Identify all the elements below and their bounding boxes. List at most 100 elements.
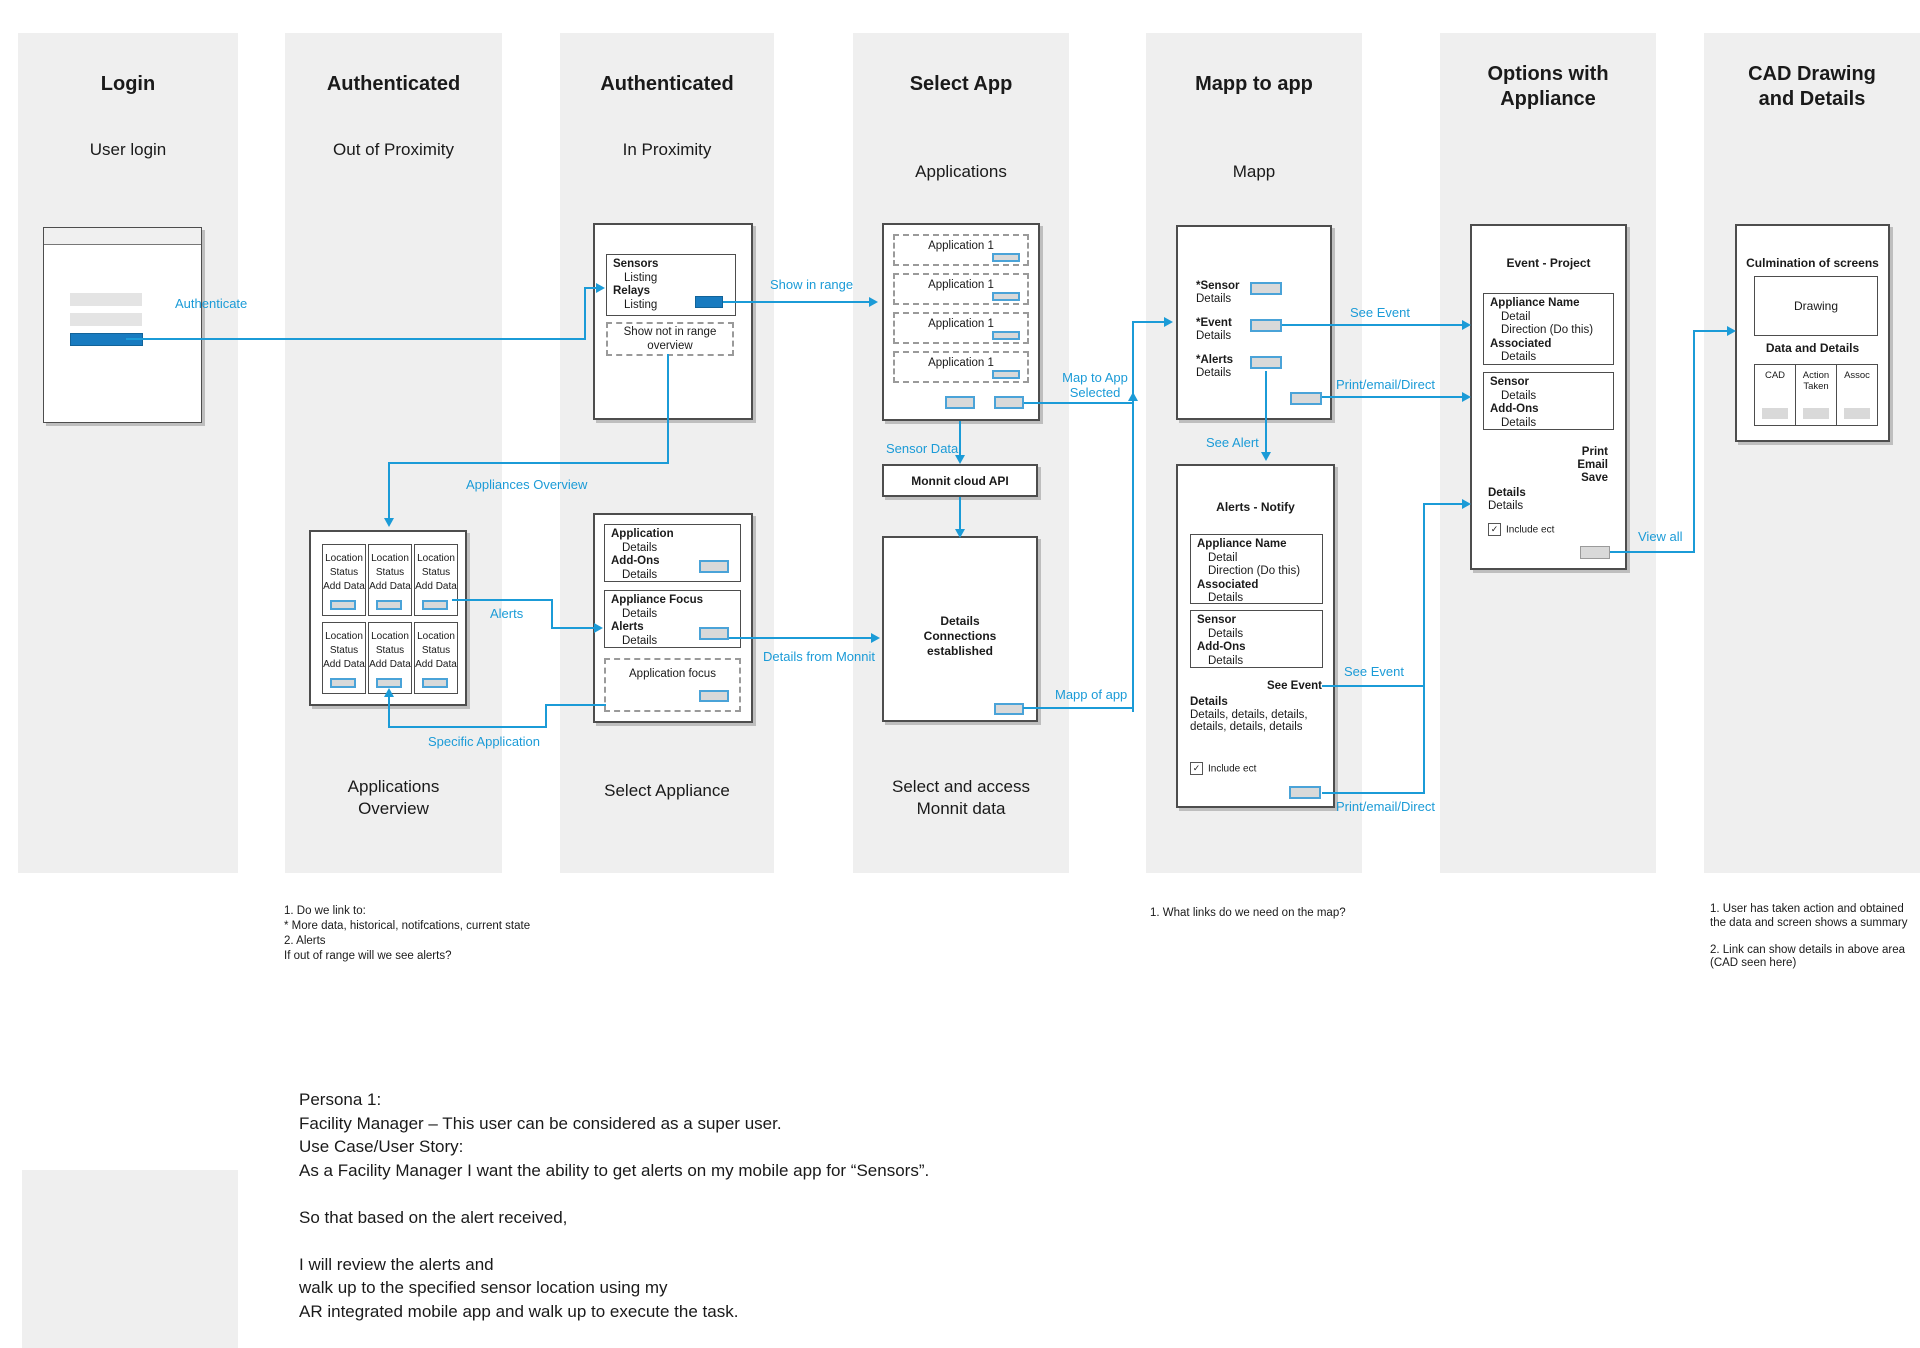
mapp-alerts-button[interactable] <box>1250 356 1282 369</box>
cell-button[interactable] <box>330 678 356 688</box>
label-map-to-app-selected: Map to App Selected <box>1062 370 1128 400</box>
assoc-col-label: Assoc <box>1844 370 1870 381</box>
application-row-button[interactable] <box>992 253 1020 262</box>
sensor-data-button[interactable] <box>945 396 975 409</box>
associated-details-label: Details <box>1208 592 1244 604</box>
connector-alerts <box>551 627 596 629</box>
label-see-event: See Event <box>1350 305 1410 320</box>
label-mapp-of-app: Mapp of app <box>1055 687 1128 702</box>
application-details-label: Details <box>622 541 658 554</box>
application-focus-button[interactable] <box>699 690 729 702</box>
connector-alerts <box>452 599 553 601</box>
connector-view-all <box>1693 330 1731 332</box>
connector-authenticate <box>584 287 598 289</box>
checkbox-icon[interactable]: ✓ <box>1488 523 1501 537</box>
application-row[interactable]: Application 1 <box>893 351 1029 383</box>
cell-button[interactable] <box>376 600 402 610</box>
alerts-see-event-label: See Event <box>1267 680 1322 692</box>
mapp-event-button[interactable] <box>1250 319 1282 332</box>
drawing-box: Drawing <box>1754 276 1878 336</box>
details-line: details, details, details <box>1190 721 1303 733</box>
connector-view-all <box>1610 551 1695 553</box>
login-password-field[interactable] <box>70 313 142 326</box>
arrowhead <box>1128 392 1138 401</box>
application-addons-box: Application Details Add-Ons Details <box>604 524 741 582</box>
appliance-focus-button[interactable] <box>699 627 729 640</box>
application-row[interactable]: Application 1 <box>893 273 1029 305</box>
mapp-sensor-button[interactable] <box>1250 282 1282 295</box>
cell-location-label: Location <box>325 553 363 564</box>
connector-print-email-direct-2 <box>1423 503 1466 505</box>
details-connections-box: Details Connections established <box>882 536 1038 722</box>
connector-map-to-app <box>1024 402 1133 404</box>
application-box-button[interactable] <box>699 560 729 573</box>
caption-select-appliance: Select Appliance <box>604 781 730 800</box>
action-taken-col-label: Action Taken <box>1802 370 1830 392</box>
connector-map-to-app <box>1132 321 1166 323</box>
application-row-label: Application 1 <box>928 279 994 291</box>
associated-label: Associated <box>1490 337 1552 350</box>
alerts-print-button[interactable] <box>1289 786 1321 799</box>
arrowhead <box>384 518 394 527</box>
mapp-event-details: Details <box>1196 330 1232 342</box>
addons-details-label: Details <box>622 568 658 581</box>
addons-details-label: Details <box>1208 654 1244 667</box>
sensors-label: Sensors <box>613 258 659 270</box>
application-row-button[interactable] <box>992 331 1020 340</box>
cell-location-label: Location <box>371 553 409 564</box>
mapp-print-button[interactable] <box>1290 392 1322 405</box>
cad-col-button[interactable] <box>1844 408 1870 419</box>
application-row[interactable]: Application 1 <box>893 312 1029 344</box>
arrowhead <box>1727 326 1736 336</box>
show-in-range-button[interactable] <box>695 296 723 308</box>
addons-label: Add-Ons <box>1197 641 1246 653</box>
application-row-button[interactable] <box>992 370 1020 379</box>
sensor-details-label: Details <box>1208 627 1244 640</box>
sensors-listing-label: Listing <box>624 271 658 284</box>
cell-status-label: Status <box>375 567 405 578</box>
mapp-panel: *Sensor Details *Event Details *Alerts D… <box>1176 225 1332 420</box>
event-project-title: Event - Project <box>1506 256 1591 270</box>
arrowhead <box>384 688 394 697</box>
application-row-label: Application 1 <box>928 240 994 252</box>
map-to-app-button[interactable] <box>994 396 1024 409</box>
mapp-of-app-button[interactable] <box>994 703 1024 715</box>
application-row-button[interactable] <box>992 292 1020 301</box>
checkbox-icon[interactable]: ✓ <box>1190 762 1203 776</box>
event-include-checkbox[interactable]: ✓Include ect <box>1488 521 1554 539</box>
mapp-sensor-details: Details <box>1196 293 1232 305</box>
cad-col-button[interactable] <box>1803 408 1829 419</box>
cell-button[interactable] <box>422 678 448 688</box>
cell-location-label: Location <box>417 631 455 642</box>
arrowhead <box>871 633 880 643</box>
view-all-button[interactable] <box>1580 546 1610 559</box>
cell-add-data-label: Add Data <box>323 581 365 592</box>
cell-add-data-label: Add Data <box>415 659 457 670</box>
login-username-field[interactable] <box>70 293 142 306</box>
cell-button[interactable] <box>422 600 448 610</box>
cell-location-label: Location <box>325 631 363 642</box>
column-title-select-app: Select App <box>909 73 1013 95</box>
sensor-label: Sensor <box>1490 376 1529 388</box>
bottom-left-placeholder-block <box>22 1170 238 1348</box>
details-heading: Details <box>1190 696 1228 708</box>
sensor-label: Sensor <box>1197 614 1236 626</box>
cell-button[interactable] <box>330 600 356 610</box>
cad-table-col: CAD <box>1755 365 1796 425</box>
details-line: Details, details, details, <box>1190 708 1308 721</box>
connector-mapp-of-app <box>1023 707 1133 709</box>
application-row-label: Application 1 <box>928 318 994 330</box>
connector-see-event-2 <box>1322 685 1425 687</box>
cad-col-button[interactable] <box>1762 408 1788 419</box>
column-band-auth-out <box>285 33 502 873</box>
mapp-sensor-block: *Sensor Details <box>1196 280 1239 306</box>
appliance-detail-label: Detail <box>1501 310 1531 323</box>
event-appliance-name-box: Appliance Name Detail Direction (Do this… <box>1483 293 1614 365</box>
application-row[interactable]: Application 1 <box>893 234 1029 266</box>
alerts-include-checkbox[interactable]: ✓Include ect <box>1190 760 1256 778</box>
addons-label: Add-Ons <box>1490 403 1539 415</box>
cell-button[interactable] <box>376 678 402 688</box>
application-row-label: Application 1 <box>928 357 994 369</box>
label-details-from-monnit: Details from Monnit <box>763 649 875 664</box>
